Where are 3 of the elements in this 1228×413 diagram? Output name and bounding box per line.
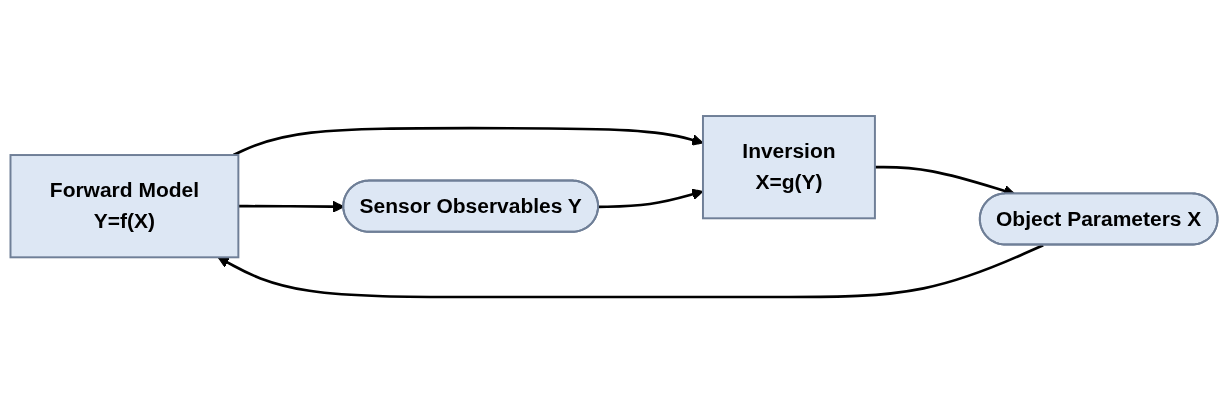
node-box: Forward Model Y=f(X) — [9, 154, 240, 259]
arrow — [217, 244, 1044, 299]
node-box: Inversion X=g(Y) — [701, 115, 876, 220]
